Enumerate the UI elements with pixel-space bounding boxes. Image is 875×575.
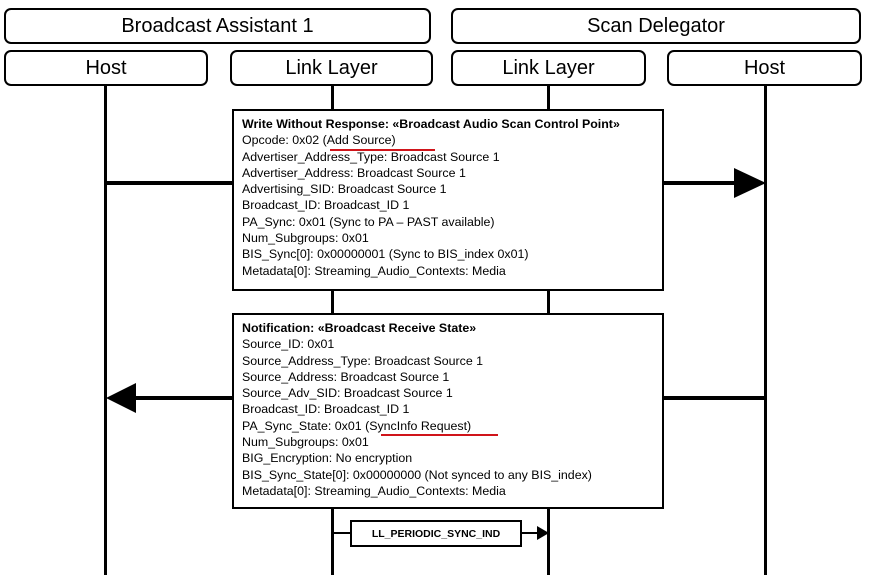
delegator-link-layer-header: Link Layer: [451, 50, 646, 86]
pa-sync-highlight: (SyncInfo Request): [365, 418, 472, 433]
broadcast-assistant-header: Broadcast Assistant 1: [4, 8, 431, 44]
assistant-host-lifeline: [104, 86, 107, 575]
notify-line: Source_Address: Broadcast Source 1: [242, 369, 450, 384]
arrow-right-icon: [734, 168, 766, 198]
notify-line: Broadcast_ID: Broadcast_ID 1: [242, 402, 410, 417]
pdu-arrow-line-left: [332, 532, 352, 534]
assistant-host-header: Host: [4, 50, 208, 86]
delegator-host-header: Host: [667, 50, 862, 86]
notify-box-title: Notification: «Broadcast Receive State»: [242, 321, 477, 335]
notification-box: Notification: «Broadcast Receive State» …: [232, 313, 664, 509]
write-line: BIS_Sync[0]: 0x00000001 (Sync to BIS_ind…: [242, 247, 529, 262]
ll-periodic-sync-ind-box: LL_PERIODIC_SYNC_IND: [350, 520, 522, 547]
write-without-response-box: Write Without Response: «Broadcast Audio…: [232, 109, 664, 291]
write-box-title: Write Without Response: «Broadcast Audio…: [242, 117, 620, 131]
write-line: Metadata[0]: Streaming_Audio_Contexts: M…: [242, 263, 506, 278]
pa-sync-state-line: PA_Sync_State: 0x01 (SyncInfo Request): [242, 418, 654, 434]
notify-line: Metadata[0]: Streaming_Audio_Contexts: M…: [242, 483, 506, 498]
notify-line: Source_ID: 0x01: [242, 337, 335, 352]
write-line: Broadcast_ID: Broadcast_ID 1: [242, 198, 410, 213]
assistant-link-layer-header: Link Layer: [230, 50, 433, 86]
write-line: PA_Sync: 0x01 (Sync to PA – PAST availab…: [242, 214, 495, 229]
write-line: Num_Subgroups: 0x01: [242, 231, 369, 246]
write-line: Advertiser_Address_Type: Broadcast Sourc…: [242, 149, 500, 164]
arrow-left-icon: [106, 383, 136, 413]
write-line: Advertiser_Address: Broadcast Source 1: [242, 165, 466, 180]
notify-line: BIG_Encryption: No encryption: [242, 451, 413, 466]
opcode-prefix: Opcode: 0x02: [242, 133, 323, 148]
delegator-host-lifeline: [764, 86, 767, 575]
scan-delegator-header: Scan Delegator: [451, 8, 861, 44]
notify-line: Source_Address_Type: Broadcast Source 1: [242, 353, 484, 368]
pa-sync-prefix: PA_Sync_State: 0x01: [242, 418, 366, 433]
opcode-line: Opcode: 0x02 (Add Source): [242, 132, 654, 148]
write-line: Advertising_SID: Broadcast Source 1: [242, 182, 447, 197]
arrow-right-icon: [537, 526, 549, 540]
notify-line: Num_Subgroups: 0x01: [242, 435, 369, 450]
opcode-highlight: (Add Source): [322, 133, 396, 148]
add-source-underline: [330, 149, 435, 151]
pdu-arrow-line-right: [521, 532, 539, 534]
syncinfo-request-underline: [381, 434, 498, 436]
notify-line: BIS_Sync_State[0]: 0x00000000 (Not synce…: [242, 467, 592, 482]
notify-line: Source_Adv_SID: Broadcast Source 1: [242, 386, 453, 401]
